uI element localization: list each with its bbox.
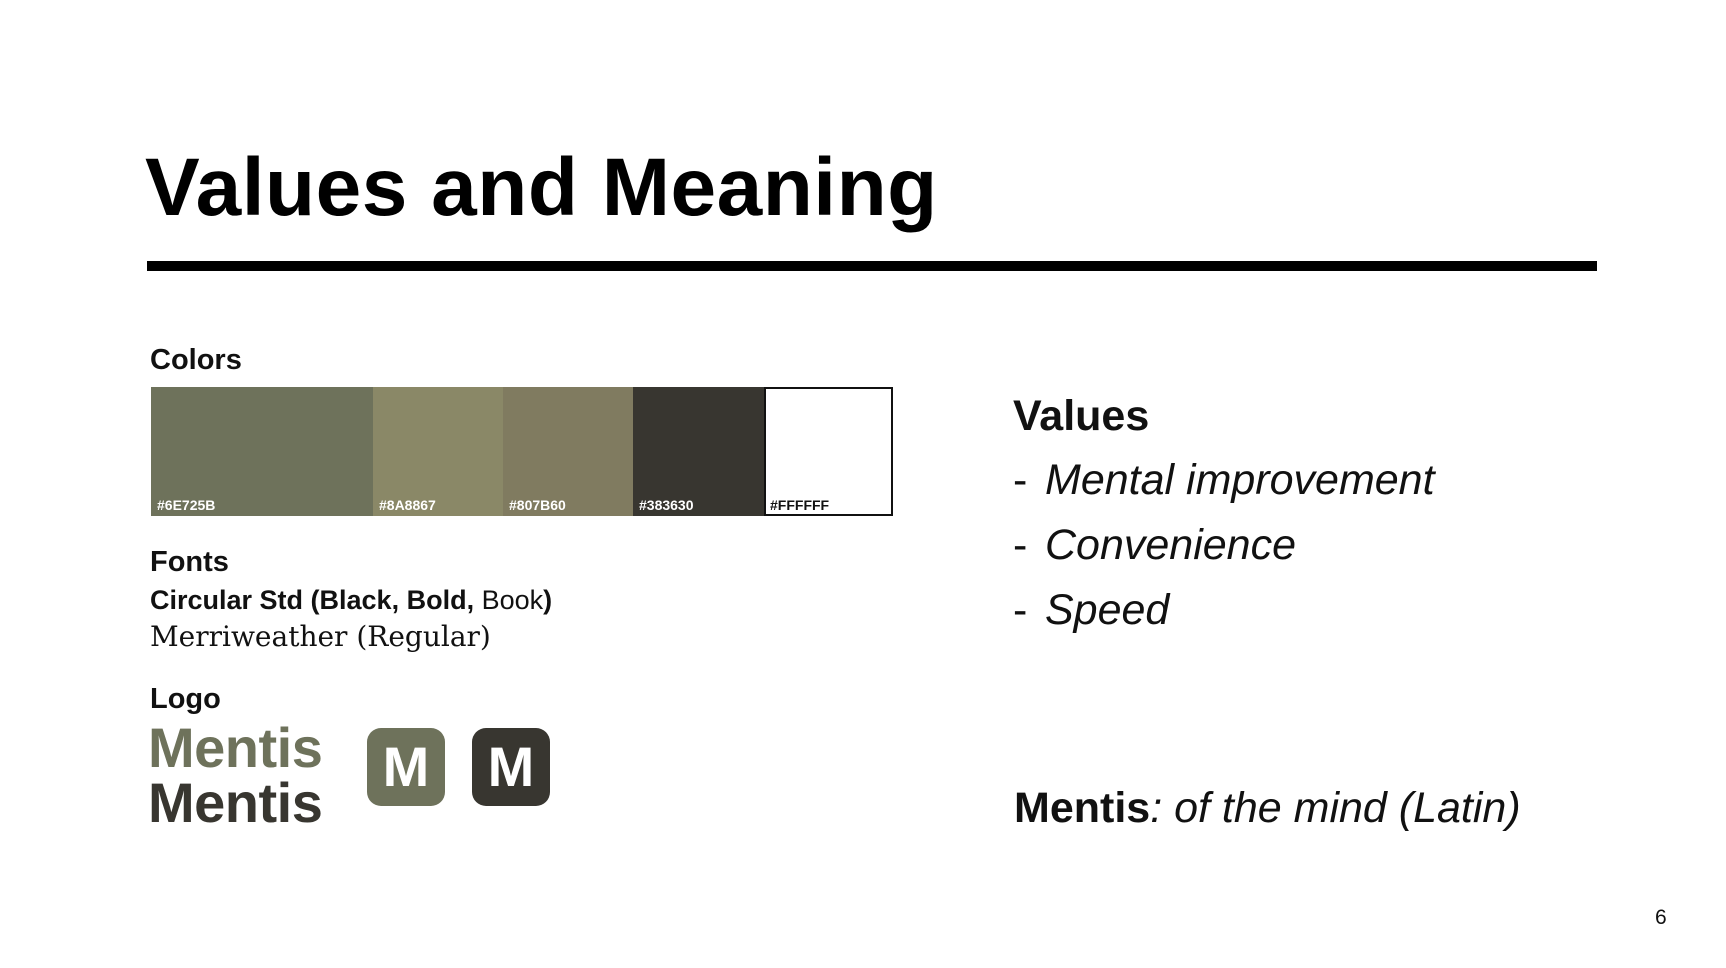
color-swatch-code: #FFFFFF <box>770 497 830 513</box>
page-number: 6 <box>1655 906 1667 929</box>
title-divider <box>147 261 1597 271</box>
color-swatch-code: #383630 <box>639 497 694 513</box>
color-swatch-code: #6E725B <box>157 497 216 513</box>
color-swatch-primary: #6E725B <box>151 387 373 516</box>
page-title: Values and Meaning <box>145 142 938 233</box>
name-meaning-definition: of the mind (Latin) <box>1174 784 1521 832</box>
logo-monogram-letter: M <box>487 735 535 798</box>
list-item: - Convenience <box>1013 515 1435 580</box>
color-swatch-code: #807B60 <box>509 497 566 513</box>
bullet-dash: - <box>1013 456 1028 504</box>
primary-font-book-weight: Book <box>481 585 544 615</box>
name-meaning-word: Mentis <box>1014 784 1151 832</box>
color-swatch-tertiary: #807B60 <box>503 387 633 516</box>
value-text: Mental improvement <box>1045 456 1435 504</box>
logo-monogram-letter: M <box>382 735 430 798</box>
color-swatch-code: #8A8867 <box>379 497 436 513</box>
list-item: - Speed <box>1013 580 1435 645</box>
logo-wordmark-primary: Mentis <box>148 716 323 779</box>
values-list: - Mental improvement - Convenience - Spe… <box>1013 450 1435 645</box>
colors-heading: Colors <box>150 344 242 376</box>
value-text: Speed <box>1045 586 1170 634</box>
list-item: - Mental improvement <box>1013 450 1435 515</box>
logo-monogram-primary: M <box>367 728 445 806</box>
logo-monogram-dark: M <box>472 728 550 806</box>
values-heading: Values <box>1013 392 1150 440</box>
logo-wordmark-dark: Mentis <box>148 771 323 834</box>
name-meaning-separator: : <box>1150 784 1163 832</box>
primary-font-close: ) <box>543 585 553 615</box>
color-swatch-dark: #383630 <box>633 387 764 516</box>
bullet-dash: - <box>1013 521 1028 569</box>
fonts-heading: Fonts <box>150 546 229 578</box>
color-palette: #6E725B #8A8867 #807B60 #383630 #FFFFFF <box>151 387 893 516</box>
primary-font-name: Circular Std (Black, Bold, <box>150 585 475 615</box>
name-meaning: Mentis: of the mind (Latin) <box>1014 780 1521 836</box>
primary-font-spec: Circular Std (Black, Bold, Book) <box>150 583 552 617</box>
color-swatch-white: #FFFFFF <box>764 387 893 516</box>
value-text: Convenience <box>1045 521 1297 569</box>
logo-heading: Logo <box>150 683 221 715</box>
bullet-dash: - <box>1013 586 1028 634</box>
secondary-font-spec: Merriweather (Regular) <box>150 620 491 653</box>
color-swatch-secondary: #8A8867 <box>373 387 503 516</box>
